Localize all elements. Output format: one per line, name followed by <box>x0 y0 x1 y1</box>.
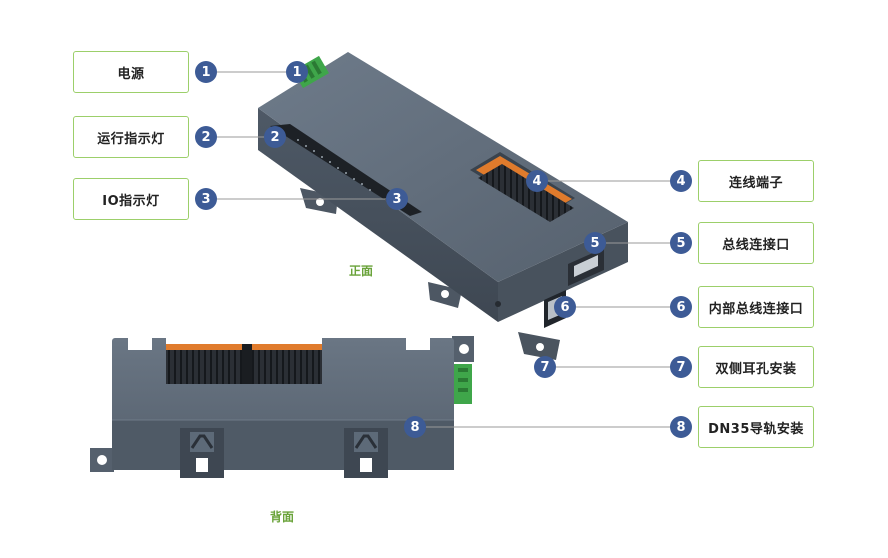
caption-back: 背面 <box>270 510 295 524</box>
indicator-leds <box>297 139 371 191</box>
badge-1-device: 1 <box>286 61 308 83</box>
badge-5-right: 5 <box>670 232 692 254</box>
front-device <box>258 52 628 360</box>
device-side-face <box>258 108 498 322</box>
label-ear-mount: 双侧耳孔安装 <box>698 346 814 388</box>
device-top-face <box>258 52 628 282</box>
label-run-indicator: 运行指示灯 <box>73 116 189 158</box>
mounting-hole <box>316 198 324 206</box>
din-clip-right <box>344 428 388 478</box>
badge-3-left: 3 <box>195 188 217 210</box>
indicator-strip <box>270 124 422 216</box>
badge-8-right: 8 <box>670 416 692 438</box>
label-internal-bus-port: 内部总线连接口 <box>698 286 814 328</box>
label-io-indicator: IO指示灯 <box>73 178 189 220</box>
badge-2-left: 2 <box>195 126 217 148</box>
back-power-connector <box>454 364 472 404</box>
reset-hole <box>495 301 501 307</box>
badge-7-right: 7 <box>670 356 692 378</box>
caption-front: 正面 <box>349 264 374 278</box>
back-device <box>90 336 474 478</box>
mounting-hole <box>536 343 544 351</box>
terminal-block <box>478 164 574 222</box>
badge-2-device: 2 <box>264 126 286 148</box>
badge-8-device: 8 <box>404 416 426 438</box>
din-clip-left <box>180 428 224 478</box>
badge-3-device: 3 <box>386 188 408 210</box>
badge-7-device: 7 <box>534 356 556 378</box>
badge-4-right: 4 <box>670 170 692 192</box>
badge-4-device: 4 <box>526 170 548 192</box>
badge-1-left: 1 <box>195 61 217 83</box>
label-terminal: 连线端子 <box>698 160 814 202</box>
badge-5-device: 5 <box>584 232 606 254</box>
mounting-hole <box>441 290 449 298</box>
label-power: 电源 <box>73 51 189 93</box>
label-din-rail: DN35导轨安装 <box>698 406 814 448</box>
leader-lines <box>216 71 670 428</box>
badge-6-device: 6 <box>554 296 576 318</box>
label-bus-port: 总线连接口 <box>698 222 814 264</box>
badge-6-right: 6 <box>670 296 692 318</box>
